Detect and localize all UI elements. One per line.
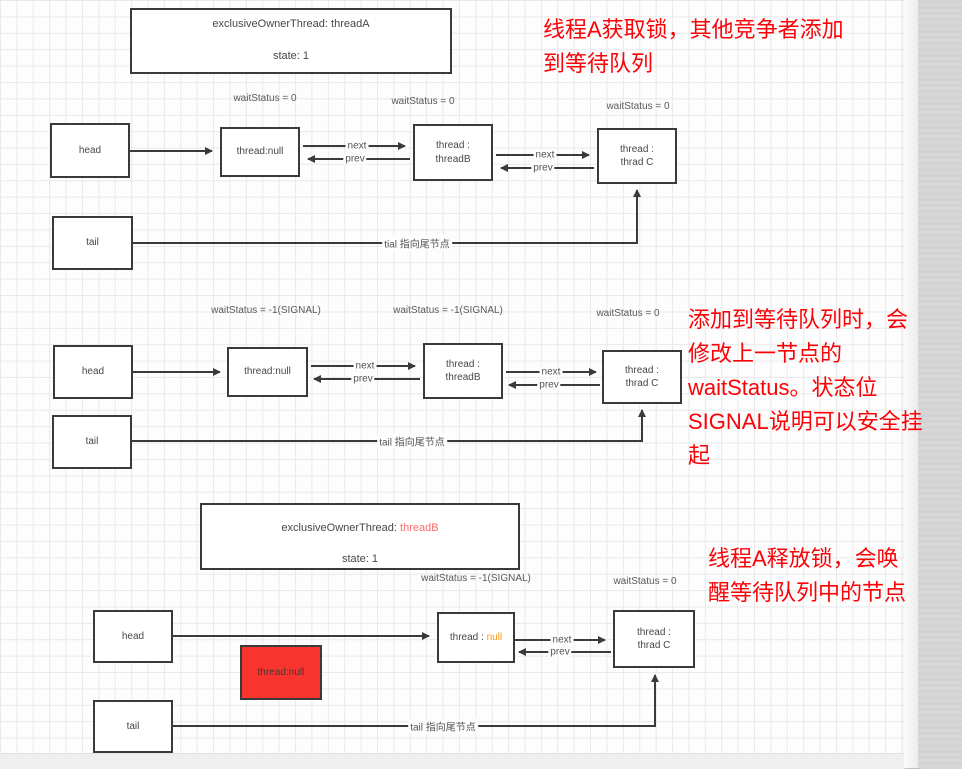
s2-waitstatus-node1: waitStatus = -1(SIGNAL) <box>211 305 321 316</box>
s1-tail-box: tail <box>52 216 133 270</box>
s3-waitstatus-node3: waitStatus = 0 <box>613 576 677 587</box>
s1-annotation: 线程A获取锁，其他竞争者添加 到等待队列 <box>543 17 844 76</box>
s1-prev1-label: prev <box>343 153 367 165</box>
s3-owner-prefix: exclusiveOwnerThread: <box>281 521 401 534</box>
s2-waitstatus-node3: waitStatus = 0 <box>596 308 660 319</box>
s1-head-box: head <box>50 123 130 178</box>
s2-annotation: 添加到等待队列时，会 修改上一节点的 waitStatus。状态位 SIGNAL… <box>688 307 923 468</box>
s1-next1-label: next <box>345 140 369 152</box>
s3-owner-line1: exclusiveOwnerThread: threadB <box>281 505 438 537</box>
s2-tail-pointer-line <box>132 409 646 442</box>
s3-node1-null: null <box>486 631 503 643</box>
s3-head-box: head <box>93 610 173 663</box>
s1-next2-label: next <box>533 149 557 161</box>
s3-owner-line2: state: 1 <box>341 553 379 566</box>
s2-prev1-label: prev <box>351 373 375 385</box>
s2-prev2-label: prev <box>537 379 561 391</box>
s1-tail-pointer-label: tial 指向尾节点 <box>382 235 452 251</box>
s2-tail-pointer-label: tail 指向尾节点 <box>377 433 447 449</box>
s1-node1-thread-null: thread:null <box>220 127 300 177</box>
s3-owner-threadB: threadB <box>400 521 439 534</box>
s1-owner-state-box: exclusiveOwnerThread: threadA state: 1 <box>130 8 452 74</box>
page-edge <box>904 0 918 768</box>
s1-node2-threadB: thread : threadB <box>413 124 493 181</box>
s1-owner-line2: state: 1 <box>272 49 310 62</box>
s3-tail-pointer-label: tail 指向尾节点 <box>408 718 478 734</box>
s3-tail-pointer-line <box>173 674 659 727</box>
s3-node3-thradC: thread : thrad C <box>613 610 695 668</box>
s3-owner-state-box: exclusiveOwnerThread: threadB state: 1 <box>200 503 520 570</box>
s3-annotation: 线程A释放锁，会唤 醒等待队列中的节点 <box>708 546 907 605</box>
s2-node1-thread-null: thread:null <box>227 347 308 397</box>
s1-node3-thradC: thread : thrad C <box>597 128 677 184</box>
s2-head-box: head <box>53 345 133 399</box>
s1-tail-pointer-line <box>133 189 641 244</box>
s3-next-label: next <box>550 634 574 646</box>
s3-removed-node-thread-null: thread:null <box>240 645 322 700</box>
page-bottom-edge <box>0 753 904 769</box>
s2-node2-threadB: thread : threadB <box>423 343 503 399</box>
s1-waitstatus-node3: waitStatus = 0 <box>606 101 670 112</box>
s2-waitstatus-node2: waitStatus = -1(SIGNAL) <box>393 305 503 316</box>
s3-node1-thread-null: thread : null <box>437 612 515 663</box>
s3-prev-label: prev <box>548 646 572 658</box>
s1-prev2-label: prev <box>531 162 555 174</box>
s2-node3-thradC: thread : thrad C <box>602 350 682 404</box>
s2-next1-label: next <box>353 360 377 372</box>
s1-owner-line1: exclusiveOwnerThread: threadA <box>212 18 370 31</box>
s3-waitstatus-node1: waitStatus = -1(SIGNAL) <box>421 573 531 584</box>
s1-waitstatus-node2: waitStatus = 0 <box>391 96 455 107</box>
s1-waitstatus-node1: waitStatus = 0 <box>233 93 297 104</box>
s3-node1-prefix: thread : <box>449 631 487 643</box>
s2-tail-box: tail <box>52 415 132 469</box>
s2-next2-label: next <box>539 366 563 378</box>
desk-margin <box>918 0 962 768</box>
s3-tail-box: tail <box>93 700 173 753</box>
